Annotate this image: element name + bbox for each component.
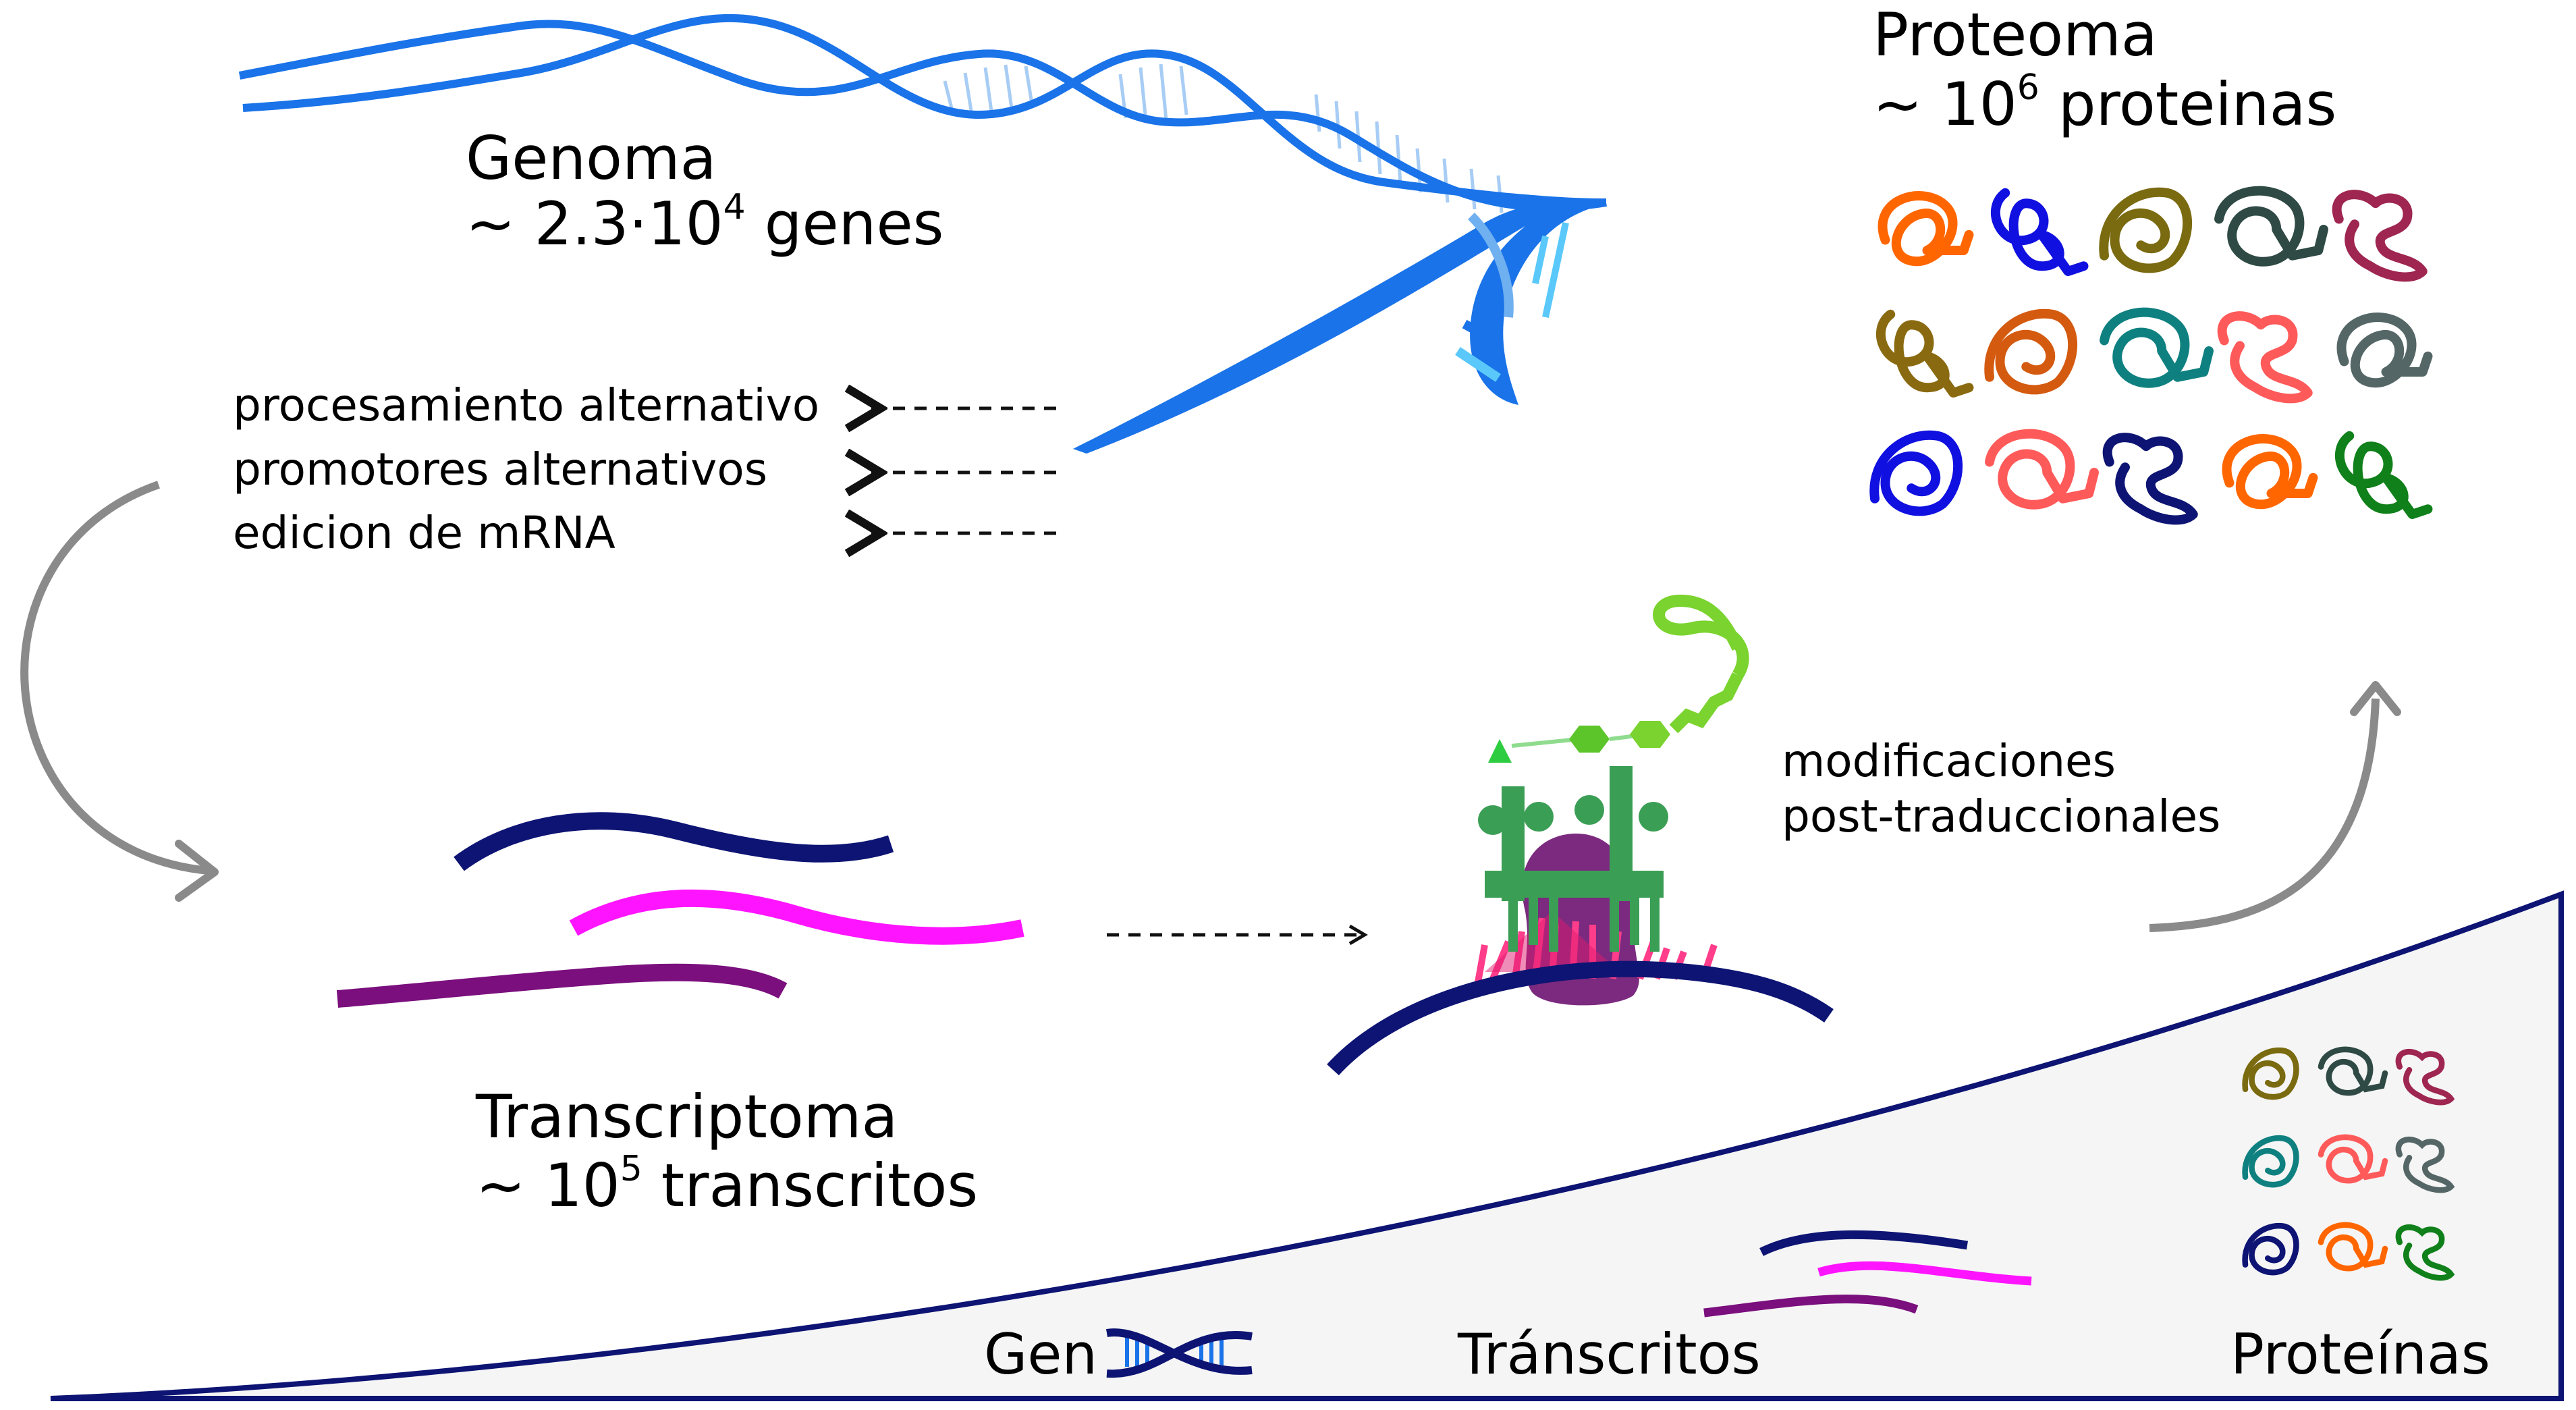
translation-arrowhead xyxy=(1348,924,1368,946)
process-alt-splicing: procesamiento alternativo xyxy=(233,379,819,431)
protein-icon xyxy=(2242,1047,2299,1100)
ptm-line-2: post-traduccionales xyxy=(1782,790,2220,842)
process-arrows xyxy=(867,408,1056,533)
protein-icon xyxy=(1875,309,1974,398)
genome-title: Genoma xyxy=(466,124,717,193)
protein-icon xyxy=(2217,311,2313,404)
protein-grid xyxy=(1869,186,2433,525)
protein-icon xyxy=(2334,431,2433,519)
ptm-line-1: modificaciones xyxy=(1782,735,2116,787)
flow-arrow-to-proteome xyxy=(2149,681,2401,932)
protein-icon xyxy=(2332,190,2428,282)
protein-icon xyxy=(1990,188,2089,276)
proteome-title: Proteoma xyxy=(1873,0,2158,70)
protein-icon xyxy=(2100,307,2214,388)
transcriptome-count: ~ 105 transcritos xyxy=(476,1149,978,1220)
transcriptome-title: Transcriptoma xyxy=(475,1082,898,1151)
flow-arrow-genome-to-transcriptome xyxy=(20,481,219,902)
protein-icon xyxy=(2336,313,2433,388)
scale-label-proteins: Proteínas xyxy=(2230,1322,2490,1387)
scale-gene-icon xyxy=(1106,1328,1253,1378)
ribosome-icon xyxy=(1327,594,1834,1076)
protein-icon xyxy=(2222,434,2318,510)
protein-icon xyxy=(2099,187,2193,273)
genome-count: ~ 2.3·104 genes xyxy=(466,187,943,259)
protein-icon xyxy=(2102,433,2198,525)
process-alt-promoters: promotores alternativos xyxy=(233,443,767,495)
proteome-count: ~ 106 proteinas xyxy=(1873,67,2336,139)
scale-label-transcripts: Tránscritos xyxy=(1457,1322,1761,1387)
abundance-scale xyxy=(50,890,2564,1401)
protein-icon xyxy=(1985,429,2099,510)
protein-icon xyxy=(2242,1135,2299,1188)
protein-icon xyxy=(1984,308,2078,395)
protein-icon xyxy=(2395,1137,2455,1193)
protein-icon xyxy=(2395,1224,2455,1281)
scale-transcripts-icon xyxy=(1703,1230,2032,1318)
protein-icon xyxy=(2318,1134,2388,1184)
protein-icon xyxy=(1878,191,1974,267)
scale-proteins-icon xyxy=(2242,1046,2455,1281)
protein-icon xyxy=(2318,1046,2388,1096)
protein-icon xyxy=(1869,430,1963,516)
protein-icon xyxy=(2242,1222,2299,1276)
protein-icon xyxy=(2214,186,2328,267)
process-mrna-editing: edicion de mRNA xyxy=(233,507,615,559)
dna-helix-icon xyxy=(238,13,1607,454)
protein-icon xyxy=(2318,1222,2388,1272)
protein-icon xyxy=(2395,1049,2455,1106)
mrna-strands-icon xyxy=(336,812,1024,1008)
scale-label-gene: Gen xyxy=(984,1322,1097,1387)
